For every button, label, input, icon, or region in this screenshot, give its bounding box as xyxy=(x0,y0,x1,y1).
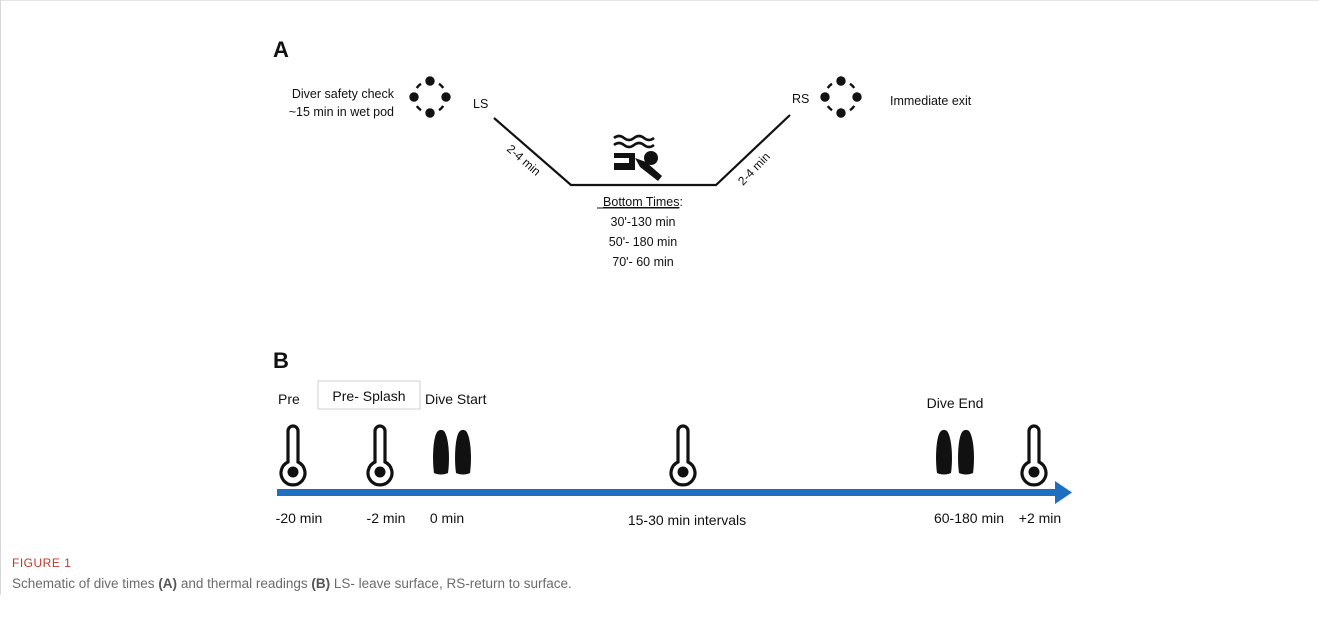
thermometer-icon xyxy=(669,424,697,487)
timeline-arrow xyxy=(277,481,1072,504)
thermometer-icon xyxy=(1020,424,1048,487)
bottom-time-row: 50'- 180 min xyxy=(609,235,677,249)
thermometer-icon xyxy=(279,424,307,487)
time-label: +2 min xyxy=(1019,510,1061,526)
descent-time-label: 2-4 min xyxy=(504,142,543,179)
ls-label: LS xyxy=(473,97,488,111)
dive-start-label: Dive Start xyxy=(425,391,487,407)
frame-left-border xyxy=(0,0,1,595)
bottom-time-row: 70'- 60 min xyxy=(612,255,673,269)
wet-pod-label: ~15 min in wet pod xyxy=(289,105,394,119)
bottom-time-row: 30'-130 min xyxy=(611,215,676,229)
rs-label: RS xyxy=(792,92,809,106)
time-label: -20 min xyxy=(276,510,323,526)
fins-icon xyxy=(433,429,471,475)
pre-splash-label: Pre- Splash xyxy=(332,388,405,404)
thermometer-icon xyxy=(366,424,394,487)
caption-segment: LS- leave surface, RS-return to surface. xyxy=(330,576,572,591)
caption-ref-a: (A) xyxy=(158,576,178,591)
panel-a-label: A xyxy=(273,37,289,62)
bottom-times-title: Bottom Times: xyxy=(603,195,683,209)
figure-label: FIGURE 1 xyxy=(12,556,72,570)
time-label: -2 min xyxy=(367,510,406,526)
figure-canvas: A Diver safety check ~15 min in wet pod … xyxy=(273,37,1072,528)
safety-check-label: Diver safety check xyxy=(292,87,395,101)
diver-icon xyxy=(613,134,662,181)
time-label: 60-180 min xyxy=(934,510,1004,526)
time-label: 15-30 min intervals xyxy=(628,512,746,528)
immediate-exit-label: Immediate exit xyxy=(890,94,972,108)
caption-ref-b: (B) xyxy=(311,576,331,591)
dive-end-label: Dive End xyxy=(927,395,984,411)
fins-icon xyxy=(936,429,974,475)
caption-text: Schematic of dive times (A) and thermal … xyxy=(12,573,1302,595)
caption-segment: Schematic of dive times xyxy=(12,576,159,591)
caption-segment: and thermal readings xyxy=(177,576,312,591)
time-label: 0 min xyxy=(430,510,464,526)
right-life-ring-icon xyxy=(819,75,863,119)
frame-top-border xyxy=(0,0,1319,1)
figure-caption: FIGURE 1 Schematic of dive times (A) and… xyxy=(12,555,1302,595)
ascent-time-label: 2-4 min xyxy=(735,150,773,189)
pre-label: Pre xyxy=(278,391,300,407)
pre-splash-box xyxy=(317,380,421,410)
panel-b-label: B xyxy=(273,348,289,373)
dive-profile-line xyxy=(493,114,791,187)
left-life-ring-icon xyxy=(408,75,452,119)
